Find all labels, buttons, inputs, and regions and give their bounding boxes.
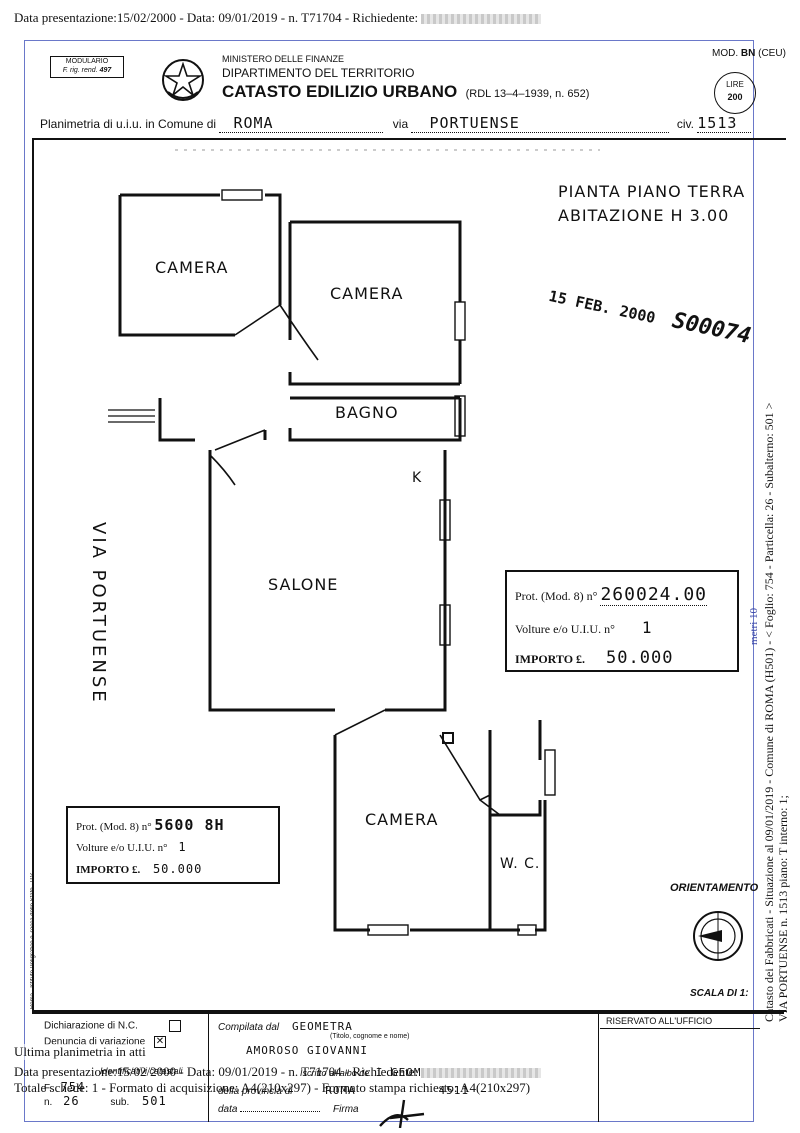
street-label: VIA PORTUENSE [88,522,109,705]
sidebar-line1: Catasto dei Fabbricati - Situazione al 0… [762,402,776,1022]
dichiarazione-checkbox[interactable] [168,1020,181,1032]
box-left-importo: IMPORTO £. 50.000 [76,862,203,876]
compilata-row: Compilata dal GEOMETRA [218,1020,353,1033]
orientamento-label: ORIENTAMENTO [670,882,759,894]
ministry-line1: MINISTERO DELLE FINANZE [222,54,345,64]
titolo-note: (Titolo, cognome e nome) [330,1033,410,1040]
room-salone: SALONE [268,575,339,594]
signature-icon [378,1098,428,1129]
header-line: Data presentazione:15/02/2000 - Data: 09… [14,10,542,26]
denuncia-row: Denuncia di variazione ✕ [44,1036,166,1048]
planimetria-line: Planimetria di u.i.u. in Comune di ROMA … [40,114,780,133]
modulario-label: MODULARIO [65,58,109,65]
model-code: MOD. BN (CEU) [712,48,786,59]
foglio-row: F. 754 [44,1080,86,1094]
registration-box-right: Prot. (Mod. 8) n° 260024.00 Volture e/o … [505,570,739,672]
room-camera-1: CAMERA [155,258,229,277]
provincia-row: della provincia di ROMA 4511 [218,1084,470,1097]
compilatore-name: AMOROSO GIOVANNI [246,1044,368,1057]
room-camera-2: CAMERA [330,284,404,303]
header-text: Data presentazione:15/02/2000 - Data: 09… [14,10,419,25]
footer-divider-1 [208,1012,209,1122]
footer-area [32,1012,784,1124]
republic-emblem-icon [160,56,206,104]
room-bagno: BAGNO [335,403,399,422]
denuncia-checkbox[interactable]: ✕ [153,1036,166,1048]
registration-box-left: Prot. (Mod. 8) n° 5600 8H Volture e/o U.… [66,806,280,884]
modulario-ref: F. rig. rend. 497 [62,67,112,74]
page-frame [24,40,754,1122]
planimetria-via: PORTUENSE [411,114,670,133]
modulario-box: MODULARIO F. rig. rend. 497 [50,56,124,78]
lire-stamp: LIRE 200 [714,72,756,114]
ministry-block: MINISTERO DELLE FINANZE DIPARTIMENTO DEL… [222,54,589,102]
room-camera-3: CAMERA [365,810,439,829]
plan-area [32,138,786,1012]
planimetria-prefix: Planimetria di u.i.u. in Comune di [40,117,217,131]
compass-icon [692,910,744,962]
planimetria-via-label: via [392,117,409,131]
room-wc: W. C. [500,856,541,872]
planimetria-civ-label: civ. [676,117,694,131]
box-right-volture: Volture e/o U.I.U. n° 1 [515,618,653,637]
box-right-importo: IMPORTO £. 50.000 [515,648,674,668]
overlay-requester-redacted [421,1068,542,1079]
box-right-prot: Prot. (Mod. 8) n° 260024.00 [515,584,708,606]
numero-row: n. 26 sub. 501 [44,1094,167,1108]
requester-redacted [421,14,542,25]
box-left-volture: Volture e/o U.I.U. n° 1 [76,840,187,854]
plan-title: PIANTA PIANO TERRA ABITAZIONE H 3.00 [558,182,746,225]
planimetria-civ: 1513 [697,114,752,133]
overlay-data-line: Data presentazione:15/02/2000 - Data: 09… [14,1064,542,1080]
box-left-prot: Prot. (Mod. 8) n° 5600 8H [76,816,225,834]
data-firma-row: data Firma [218,1104,359,1115]
ministry-title: CATASTO EDILIZIO URBANO (RDL 13–4–1939, … [222,82,590,101]
riservato-label: RISERVATO ALL'UFFICIO [606,1016,713,1026]
sidebar-scale: metri 10 [748,608,760,645]
ultima-planimetria: Ultima planimetria in atti [14,1044,146,1060]
footer-divider-2 [598,1012,599,1122]
identificativi-label: Identificativi catastali [100,1066,183,1076]
riservato-line [600,1028,760,1029]
kitchen-mark: K [412,470,423,486]
ministry-line2: DIPARTIMENTO DEL TERRITORIO [222,66,415,80]
scala-label: SCALA DI 1: [690,988,749,999]
sidebar-line2: VIA PORTUENSE n. 1513 piano: T interno: … [776,795,790,1022]
dichiarazione-row: Dichiarazione di N.C. [44,1020,181,1032]
overlay-totale-line: Totale schede: 1 - Formato di acquisizio… [14,1080,531,1095]
printer-note: Roma · Istituto Poligrafico e Zecca dell… [30,872,36,1010]
planimetria-comune: ROMA [219,114,384,133]
